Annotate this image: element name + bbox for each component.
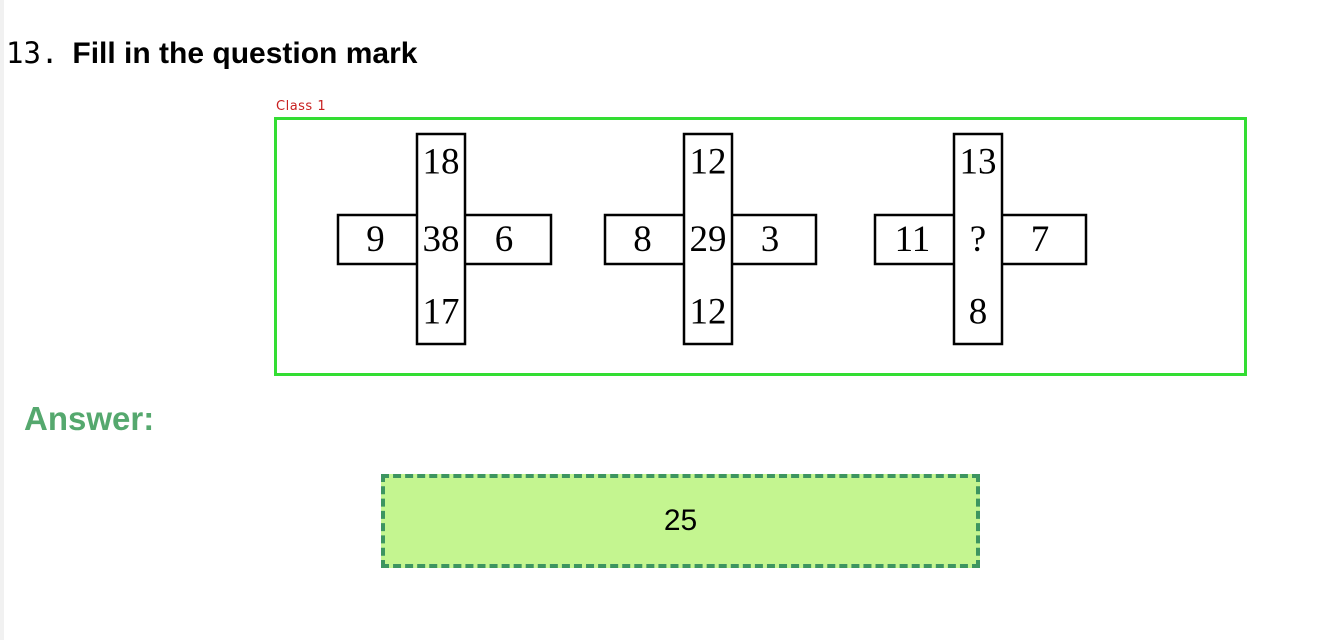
cross-2-left-number: 8 xyxy=(633,219,652,260)
question-header: 13. Fill in the question mark xyxy=(6,36,417,80)
cross-2-vertical-bar xyxy=(682,132,734,346)
answer-value: 25 xyxy=(663,504,698,537)
cross-1-left-number: 9 xyxy=(366,219,385,260)
cross-3-vertical-bar xyxy=(952,132,1004,346)
left-edge-strip xyxy=(0,0,4,640)
cross-2-right-number: 3 xyxy=(761,219,780,260)
puzzle-figure: 18 38 17 9 6 12 29 12 8 3 13? 8 11 7 xyxy=(336,132,1088,346)
answer-box: 25 xyxy=(381,474,980,568)
detection-class-label: Class 1 xyxy=(276,99,327,114)
cross-1-vertical-bar xyxy=(415,132,467,346)
question-text: Fill in the question mark xyxy=(72,37,418,70)
cross-3-left-number: 11 xyxy=(895,219,931,260)
cross-3-center-number: ? xyxy=(970,219,986,260)
cross-1-right-number: 6 xyxy=(495,219,514,260)
cross-2-center-number: 29 xyxy=(690,219,727,260)
cross-1-top-number: 18 xyxy=(423,142,460,183)
question-number: 13. xyxy=(6,36,59,70)
cross-3-bottom-number: 8 xyxy=(969,292,988,333)
cross-2-top-number: 12 xyxy=(690,142,727,183)
puzzle-figure-box: 18 38 17 9 6 12 29 12 8 3 13? 8 11 7 xyxy=(274,117,1247,376)
answer-label: Answer: xyxy=(24,400,155,437)
cross-2-bottom-number: 12 xyxy=(690,292,727,333)
cross-3-top-number: 13 xyxy=(960,142,997,183)
cross-1-bottom-number: 17 xyxy=(423,292,460,333)
cross-1-center-number: 38 xyxy=(423,219,460,260)
cross-3-right-number: 7 xyxy=(1031,219,1050,260)
